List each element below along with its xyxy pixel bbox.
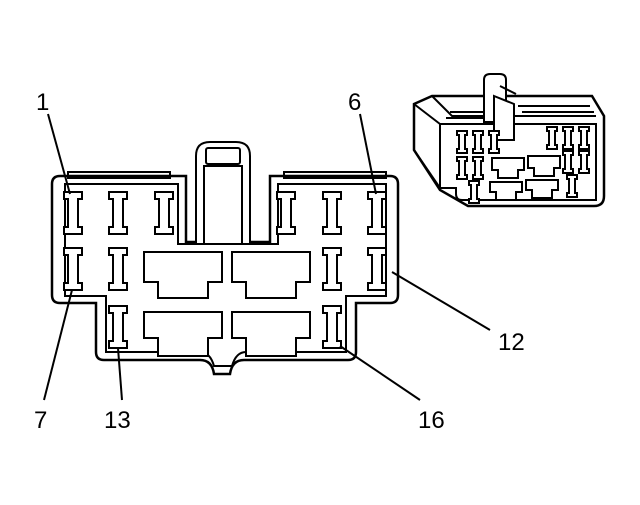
iso-pin-7: [456, 156, 468, 180]
pin-label-1: 1: [36, 89, 49, 116]
leader-6: [359, 113, 377, 195]
pin-label-7: 7: [34, 407, 47, 434]
leader-7: [43, 289, 73, 401]
iso-pin-11: [562, 150, 574, 174]
pin-label-6: 6: [348, 89, 361, 116]
locking-tab: [195, 141, 251, 245]
iso-pin-16: [566, 174, 578, 198]
top-rail-right: [283, 171, 387, 179]
iso-cavity-10: [527, 155, 561, 177]
connector-outer-body: [50, 174, 400, 376]
iso-latch: [483, 73, 517, 141]
iso-pin-5: [562, 126, 574, 150]
large-cavity-15: [231, 311, 311, 357]
iso-pin-13: [468, 180, 480, 204]
iso-top-edge: [413, 95, 596, 125]
iso-pin-3: [488, 130, 500, 154]
leader-12: [391, 271, 491, 331]
large-cavity-9: [143, 251, 223, 299]
pin-label-16: 16: [418, 407, 445, 434]
pin-label-13: 13: [104, 407, 131, 434]
iso-pin-12: [578, 150, 590, 174]
leader-lines: [43, 113, 491, 401]
iso-pin-2: [472, 130, 484, 154]
iso-pin-1: [456, 130, 468, 154]
iso-rib-right: [518, 105, 594, 113]
connector-face: [50, 141, 400, 376]
pin-label-12: 12: [498, 329, 525, 356]
iso-side: [413, 149, 441, 189]
leader-1: [47, 113, 71, 195]
iso-rib-left: [446, 111, 484, 119]
iso-cavity-9: [491, 157, 525, 179]
iso-pin-4: [546, 126, 558, 150]
iso-cavity-15: [525, 179, 559, 199]
large-cavity-10: [231, 251, 311, 299]
connector-isometric-view: [412, 73, 606, 208]
leader-16: [339, 345, 421, 401]
large-cavity-14: [143, 311, 223, 357]
iso-cavity-14: [489, 181, 523, 201]
top-rail-left: [67, 171, 171, 179]
leader-13: [117, 347, 123, 401]
iso-pin-8: [472, 156, 484, 180]
iso-pin-6: [578, 126, 590, 150]
